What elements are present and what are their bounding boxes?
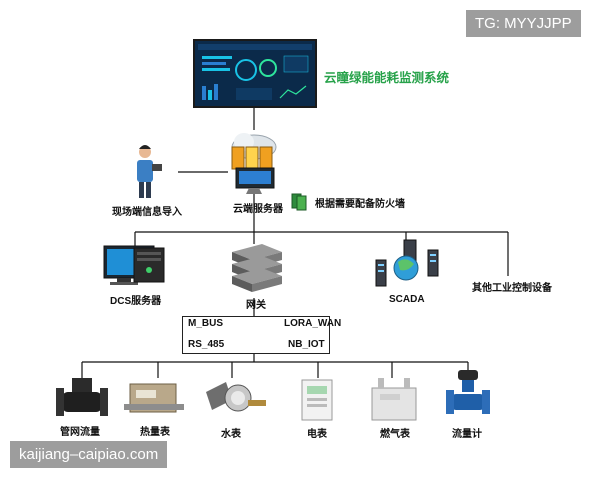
device-label: 管网流量 [60,427,100,438]
flow-meter-icon [446,370,490,414]
dcs-server-icon [103,245,165,285]
water-meter-icon [206,382,266,412]
system-title: 云瞳绿能能耗监测系统 [324,71,450,85]
device-label: 燃气表 [380,429,410,440]
cloud-server-label: 云端服务器 [233,204,283,215]
firewall-icon [291,193,307,211]
dashboard-screen-icon [193,39,317,108]
cloud-server-icon [231,133,277,194]
gas-meter-icon [371,378,417,421]
protocol-label: LORA_WAN [284,318,342,329]
gateway-icon [232,244,282,292]
scada-icon [375,239,439,287]
dcs-server-label: DCS服务器 [110,296,162,307]
protocol-label: M_BUS [188,318,224,329]
firewall-label: 根据需要配备防火墙 [315,199,405,210]
onsite-import-label: 现场端信息导入 [112,207,182,218]
other-control-label: 其他工业控制设备 [472,283,552,294]
protocol-label: RS_485 [188,339,225,350]
gateway-protocol-box [182,316,330,354]
device-label: 热量表 [140,427,170,438]
person-icon [137,145,162,198]
device-label: 水表 [221,429,241,440]
gateway-label: 网关 [246,300,266,311]
heat-meter-icon [124,383,184,413]
scada-label: SCADA [389,294,425,305]
protocol-label: NB_IOT [288,339,325,350]
electric-meter-icon [301,379,333,421]
device-label: 电表 [307,429,327,440]
device-label: 流量计 [452,429,482,440]
watermark-top: TG: MYYJJPP [466,10,581,37]
watermark-bottom: kaijiang–caipiao.com [10,441,168,468]
pipe-flow-meter-icon [56,378,108,416]
